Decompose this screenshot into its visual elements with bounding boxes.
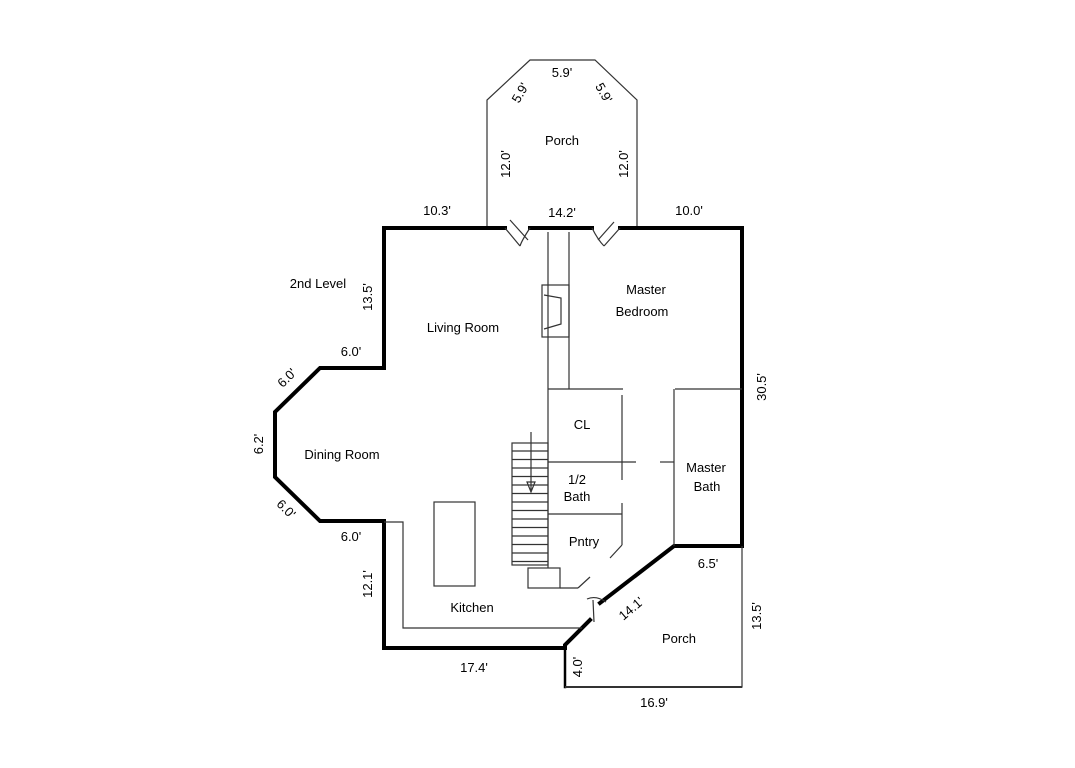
dim-porch-bottom-base: 16.9' (640, 695, 668, 710)
dim-porch-bottom-top: 6.5' (698, 556, 719, 571)
door-top-right (591, 221, 621, 247)
stair-direction-arrow (526, 432, 536, 494)
room-living-room: Living Room (427, 320, 499, 335)
top-porch-outline (486, 59, 638, 228)
room-kitchen: Kitchen (450, 600, 493, 615)
level-label: 2nd Level (290, 276, 346, 291)
dim-top-right: 10.0' (675, 203, 703, 218)
dim-porch-step: 4.0' (570, 657, 585, 678)
dim-right-side: 12.1' (360, 570, 375, 598)
dimension-labels: 5.9' 5.9' 5.9' 12.0' 12.0' 14.2' 10.3' 1… (251, 65, 769, 710)
exterior-wall (273, 226, 593, 650)
dim-porch-top-base: 14.2' (548, 205, 576, 220)
room-pantry: Pntry (569, 534, 600, 549)
dim-porch-top-left-diag: 5.9' (508, 80, 531, 105)
exterior-wall-right (597, 226, 744, 606)
door-top-left (504, 219, 531, 247)
dim-porch-bottom-diag: 14.1' (616, 594, 647, 623)
door-kitchen (586, 596, 607, 623)
room-porch-top: Porch (545, 133, 579, 148)
dim-porch-top-right: 12.0' (616, 150, 631, 178)
room-master-bedroom-line1: Master (626, 282, 666, 297)
dim-bay-top: 6.0' (341, 344, 362, 359)
dim-porch-top-left: 12.0' (498, 150, 513, 178)
dim-bay-bottom: 6.0' (341, 529, 362, 544)
dim-bay-bottom-diag: 6.0' (274, 496, 299, 521)
room-master-bedroom-line2: Bedroom (616, 304, 669, 319)
kitchen-counter (384, 521, 582, 629)
dim-porch-bottom-right: 13.5' (749, 602, 764, 630)
dim-bay-side: 6.2' (251, 434, 266, 455)
dim-top-left: 10.3' (423, 203, 451, 218)
room-dining-room: Dining Room (304, 447, 379, 462)
dim-porch-top-right-diag: 5.9' (592, 80, 615, 105)
room-master-bath-line2: Bath (694, 479, 721, 494)
kitchen-island (433, 501, 476, 587)
dim-bay-top-diag: 6.0' (274, 365, 299, 390)
staircase (511, 442, 549, 566)
room-master-bath-line1: Master (686, 460, 726, 475)
room-half-bath-line2: Bath (564, 489, 591, 504)
dim-right-wall: 30.5' (754, 373, 769, 401)
room-half-bath-line1: 1/2 (568, 472, 586, 487)
dim-left-upper: 13.5' (360, 283, 375, 311)
room-porch-bottom: Porch (662, 631, 696, 646)
dim-bottom: 17.4' (460, 660, 488, 675)
dim-porch-top-top: 5.9' (552, 65, 573, 80)
room-closet: CL (574, 417, 591, 432)
